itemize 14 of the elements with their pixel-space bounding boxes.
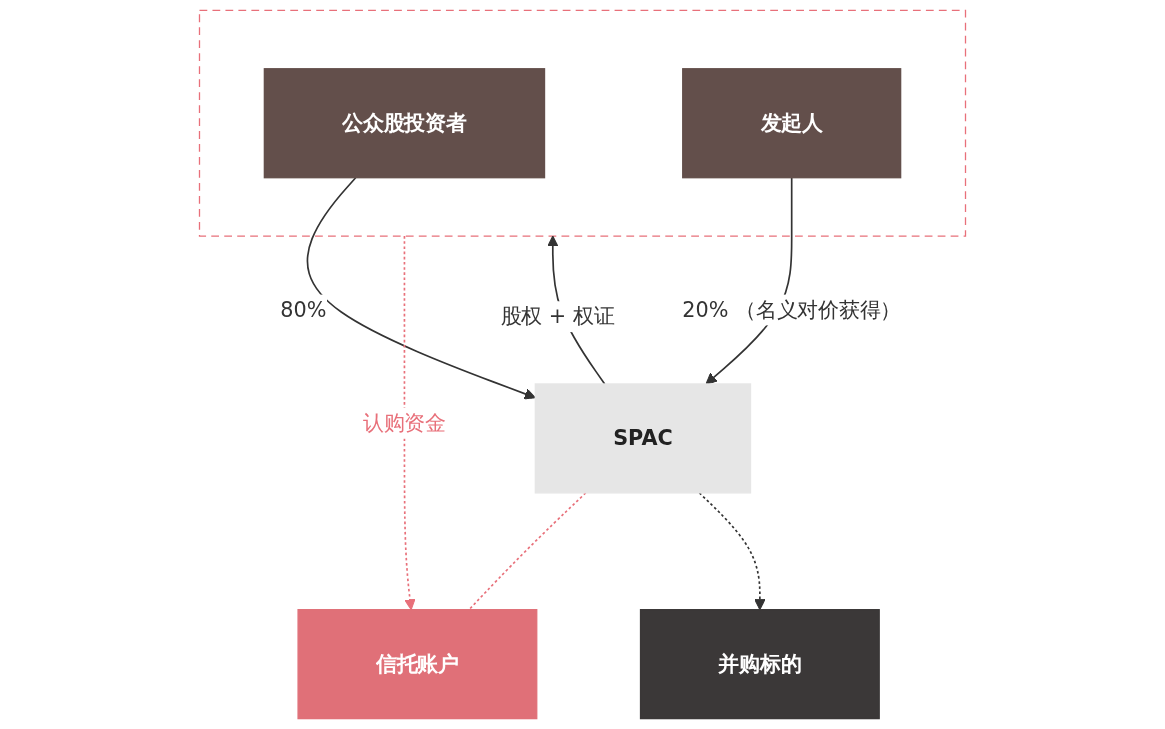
edge-label: 80% [280,297,327,322]
arrow [306,176,536,400]
node-box: 公众股投资者 [263,68,546,179]
node-box: 并购标的 [639,609,880,720]
node-box: SPAC [534,383,752,494]
connector [468,492,587,611]
node-box: 发起人 [682,68,902,179]
cluster [198,9,967,237]
edge-label: 20% （名义对价获得） [682,297,902,322]
arrow [698,492,766,611]
arrow [403,235,416,611]
node-box: 信托账户 [297,609,538,720]
edge-label: 认购资金 [362,410,446,435]
edge-label: 股权 + 权证 [500,303,615,329]
